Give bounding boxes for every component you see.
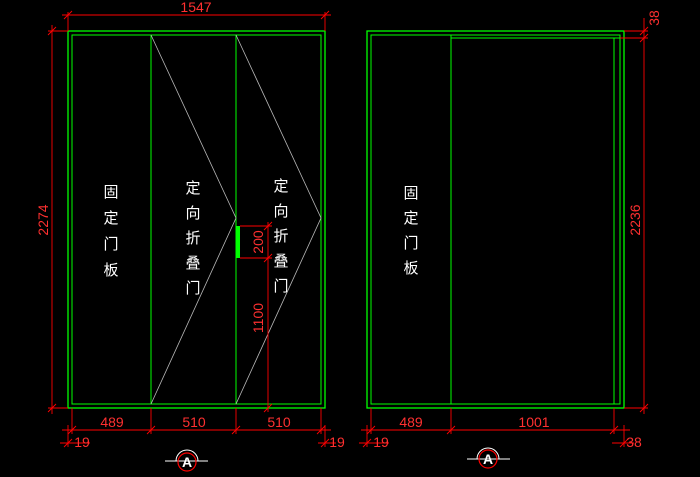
dim-right-offset: 19 xyxy=(329,434,345,450)
dim-panel-2-width: 510 xyxy=(182,414,206,430)
label-fold1-char-3: 折 xyxy=(185,229,200,247)
label-fixed-char-4: 板 xyxy=(103,261,118,279)
label-fold2-char-3: 折 xyxy=(273,227,288,245)
side-elevation: 固 定 门 板 xyxy=(359,10,662,469)
label-fold2-char-1: 定 xyxy=(273,177,288,195)
label-fold1-char-5: 门 xyxy=(185,279,200,297)
dim-side-opening-width: 1001 xyxy=(518,414,549,430)
label-fixed-char-1: 固 xyxy=(103,183,118,201)
label-fold2-char-2: 向 xyxy=(273,202,288,220)
section-marker-front-label: A xyxy=(182,454,192,470)
dim-panel-1-width: 489 xyxy=(100,414,124,430)
label-fold2-char-4: 叠 xyxy=(273,252,288,270)
side-inner-frame xyxy=(370,34,621,405)
section-marker-side-label: A xyxy=(483,451,493,467)
side-dimension-lines xyxy=(359,18,649,448)
dim-total-height: 2274 xyxy=(35,204,51,235)
label-fixed-char-2: 定 xyxy=(103,209,118,227)
dim-side-right-offset: 38 xyxy=(626,434,642,450)
side-outer-frame xyxy=(366,30,625,409)
front-elevation: 固 定 门 板 定 向 折 叠 门 定 向 折 叠 门 xyxy=(35,0,345,472)
dim-handle-height: 1100 xyxy=(250,303,266,333)
label-fold1-char-1: 定 xyxy=(185,179,200,197)
dim-side-left-offset: 19 xyxy=(373,434,389,450)
dim-left-offset: 19 xyxy=(74,434,90,450)
dim-panel-3-width: 510 xyxy=(267,414,291,430)
label-side-fixed-char-4: 板 xyxy=(403,259,418,277)
section-marker-front: A xyxy=(165,449,208,472)
label-side-fixed-char-3: 门 xyxy=(403,234,418,252)
dim-side-top-offset: 38 xyxy=(646,10,662,26)
dim-side-panel-width: 489 xyxy=(399,414,423,430)
fold-line-door-2 xyxy=(235,34,322,405)
dim-side-height: 2236 xyxy=(627,204,643,235)
dim-handle-length: 200 xyxy=(250,230,266,254)
door-handle xyxy=(236,226,240,258)
fold-line-door-1 xyxy=(150,34,237,405)
label-fold2-char-5: 门 xyxy=(273,277,288,295)
label-fold1-char-4: 叠 xyxy=(185,254,200,272)
front-dimension-lines xyxy=(47,10,336,448)
label-side-fixed-char-2: 定 xyxy=(403,209,418,227)
label-side-fixed-char-1: 固 xyxy=(403,184,418,202)
section-marker-side: A xyxy=(467,447,510,469)
front-outer-frame xyxy=(67,30,326,409)
label-fold1-char-2: 向 xyxy=(185,204,200,222)
dim-total-width: 1547 xyxy=(180,0,211,15)
label-fixed-char-3: 门 xyxy=(103,235,118,253)
front-inner-frame xyxy=(71,34,322,405)
